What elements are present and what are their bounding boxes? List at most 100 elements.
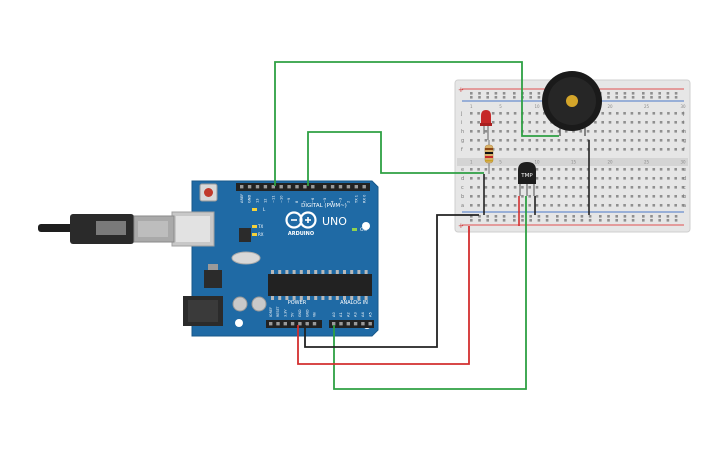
terminal-hole[interactable] bbox=[667, 195, 670, 198]
rail-hole[interactable] bbox=[623, 219, 627, 222]
rail-hole[interactable] bbox=[599, 219, 602, 222]
terminal-hole[interactable] bbox=[601, 112, 604, 115]
power-rail-bottom-holes[interactable] bbox=[470, 215, 678, 222]
terminal-hole[interactable] bbox=[543, 121, 546, 124]
terminal-hole[interactable] bbox=[667, 121, 670, 124]
red-led[interactable] bbox=[480, 110, 492, 140]
analog-pin-socket[interactable] bbox=[346, 322, 350, 326]
terminal-hole[interactable] bbox=[535, 204, 539, 207]
terminal-hole[interactable] bbox=[579, 195, 583, 198]
terminal-hole[interactable] bbox=[659, 139, 663, 142]
terminal-hole[interactable] bbox=[550, 139, 553, 142]
terminal-hole[interactable] bbox=[601, 168, 604, 171]
power-pin-socket[interactable] bbox=[298, 322, 302, 326]
terminal-hole[interactable] bbox=[608, 139, 612, 142]
terminal-hole[interactable] bbox=[499, 148, 502, 151]
terminal-hole[interactable] bbox=[681, 204, 685, 207]
terminal-hole[interactable] bbox=[652, 148, 656, 151]
terminal-hole[interactable] bbox=[477, 168, 480, 171]
terminal-hole[interactable] bbox=[513, 195, 517, 198]
terminal-hole[interactable] bbox=[557, 195, 561, 198]
terminal-hole[interactable] bbox=[667, 177, 670, 180]
terminal-hole[interactable] bbox=[572, 204, 575, 207]
terminal-hole[interactable] bbox=[499, 177, 502, 180]
terminal-hole[interactable] bbox=[535, 195, 539, 198]
terminal-hole[interactable] bbox=[645, 112, 648, 115]
terminal-hole[interactable] bbox=[645, 204, 648, 207]
rail-hole[interactable] bbox=[478, 96, 481, 99]
terminal-hole[interactable] bbox=[616, 112, 619, 115]
terminal-hole[interactable] bbox=[645, 139, 648, 142]
terminal-hole[interactable] bbox=[645, 177, 648, 180]
terminal-hole[interactable] bbox=[630, 139, 634, 142]
terminal-hole[interactable] bbox=[601, 177, 604, 180]
terminal-hole[interactable] bbox=[491, 168, 495, 171]
rail-hole[interactable] bbox=[564, 219, 567, 222]
power-pin-socket[interactable] bbox=[283, 322, 287, 326]
terminal-hole[interactable] bbox=[550, 204, 553, 207]
terminal-hole[interactable] bbox=[521, 148, 524, 151]
power-pin-socket[interactable] bbox=[312, 322, 317, 326]
terminal-hole[interactable] bbox=[616, 186, 619, 189]
terminal-hole[interactable] bbox=[535, 139, 539, 142]
terminal-hole[interactable] bbox=[616, 130, 619, 133]
rail-hole[interactable] bbox=[588, 215, 592, 218]
rail-hole[interactable] bbox=[580, 215, 584, 218]
rail-hole[interactable] bbox=[674, 92, 678, 95]
rail-hole[interactable] bbox=[666, 96, 670, 99]
temperature-sensor[interactable]: TMP bbox=[518, 162, 536, 196]
terminal-hole[interactable] bbox=[608, 195, 612, 198]
digital-pin-socket[interactable] bbox=[354, 185, 358, 189]
rail-hole[interactable] bbox=[537, 215, 541, 218]
terminal-hole[interactable] bbox=[543, 139, 546, 142]
terminal-hole[interactable] bbox=[601, 195, 604, 198]
terminal-hole[interactable] bbox=[608, 112, 612, 115]
terminal-hole[interactable] bbox=[616, 148, 619, 151]
terminal-hole[interactable] bbox=[681, 112, 685, 115]
terminal-hole[interactable] bbox=[608, 204, 612, 207]
terminal-hole[interactable] bbox=[543, 168, 546, 171]
terminal-hole[interactable] bbox=[535, 130, 539, 133]
digital-pin-socket[interactable] bbox=[311, 185, 315, 189]
terminal-hole[interactable] bbox=[623, 195, 626, 198]
rail-hole[interactable] bbox=[607, 92, 610, 95]
rail-hole[interactable] bbox=[658, 92, 661, 95]
terminal-hole[interactable] bbox=[674, 195, 677, 198]
power-pin-socket[interactable] bbox=[269, 322, 273, 326]
terminal-hole[interactable] bbox=[637, 139, 641, 142]
digital-pin-socket[interactable] bbox=[346, 185, 351, 189]
terminal-hole[interactable] bbox=[550, 168, 553, 171]
rail-hole[interactable] bbox=[572, 215, 575, 218]
terminal-hole[interactable] bbox=[572, 130, 575, 133]
terminal-hole[interactable] bbox=[491, 139, 495, 142]
terminal-hole[interactable] bbox=[579, 186, 583, 189]
rail-hole[interactable] bbox=[631, 92, 635, 95]
terminal-hole[interactable] bbox=[608, 130, 612, 133]
analog-pin-socket[interactable] bbox=[361, 322, 365, 326]
terminal-hole[interactable] bbox=[557, 204, 561, 207]
terminal-hole[interactable] bbox=[484, 130, 488, 133]
terminal-hole[interactable] bbox=[477, 121, 480, 124]
terminal-hole[interactable] bbox=[543, 148, 546, 151]
terminal-hole[interactable] bbox=[594, 177, 597, 180]
terminal-hole[interactable] bbox=[645, 148, 648, 151]
rail-hole[interactable] bbox=[674, 219, 678, 222]
terminal-hole[interactable] bbox=[543, 186, 546, 189]
rail-hole[interactable] bbox=[580, 219, 584, 222]
terminal-hole[interactable] bbox=[499, 121, 502, 124]
terminal-hole[interactable] bbox=[506, 148, 510, 151]
terminal-hole[interactable] bbox=[586, 148, 590, 151]
piezo-buzzer[interactable] bbox=[542, 71, 602, 136]
terminal-hole[interactable] bbox=[667, 112, 670, 115]
terminal-hole[interactable] bbox=[528, 112, 531, 115]
terminal-hole[interactable] bbox=[681, 177, 685, 180]
terminal-hole[interactable] bbox=[528, 186, 531, 189]
rail-hole[interactable] bbox=[502, 219, 506, 222]
rail-hole[interactable] bbox=[650, 215, 653, 218]
terminal-hole[interactable] bbox=[637, 112, 641, 115]
rail-hole[interactable] bbox=[642, 96, 645, 99]
terminal-hole[interactable] bbox=[645, 121, 648, 124]
terminal-hole[interactable] bbox=[659, 168, 663, 171]
terminal-hole[interactable] bbox=[477, 130, 480, 133]
rail-hole[interactable] bbox=[486, 96, 489, 99]
